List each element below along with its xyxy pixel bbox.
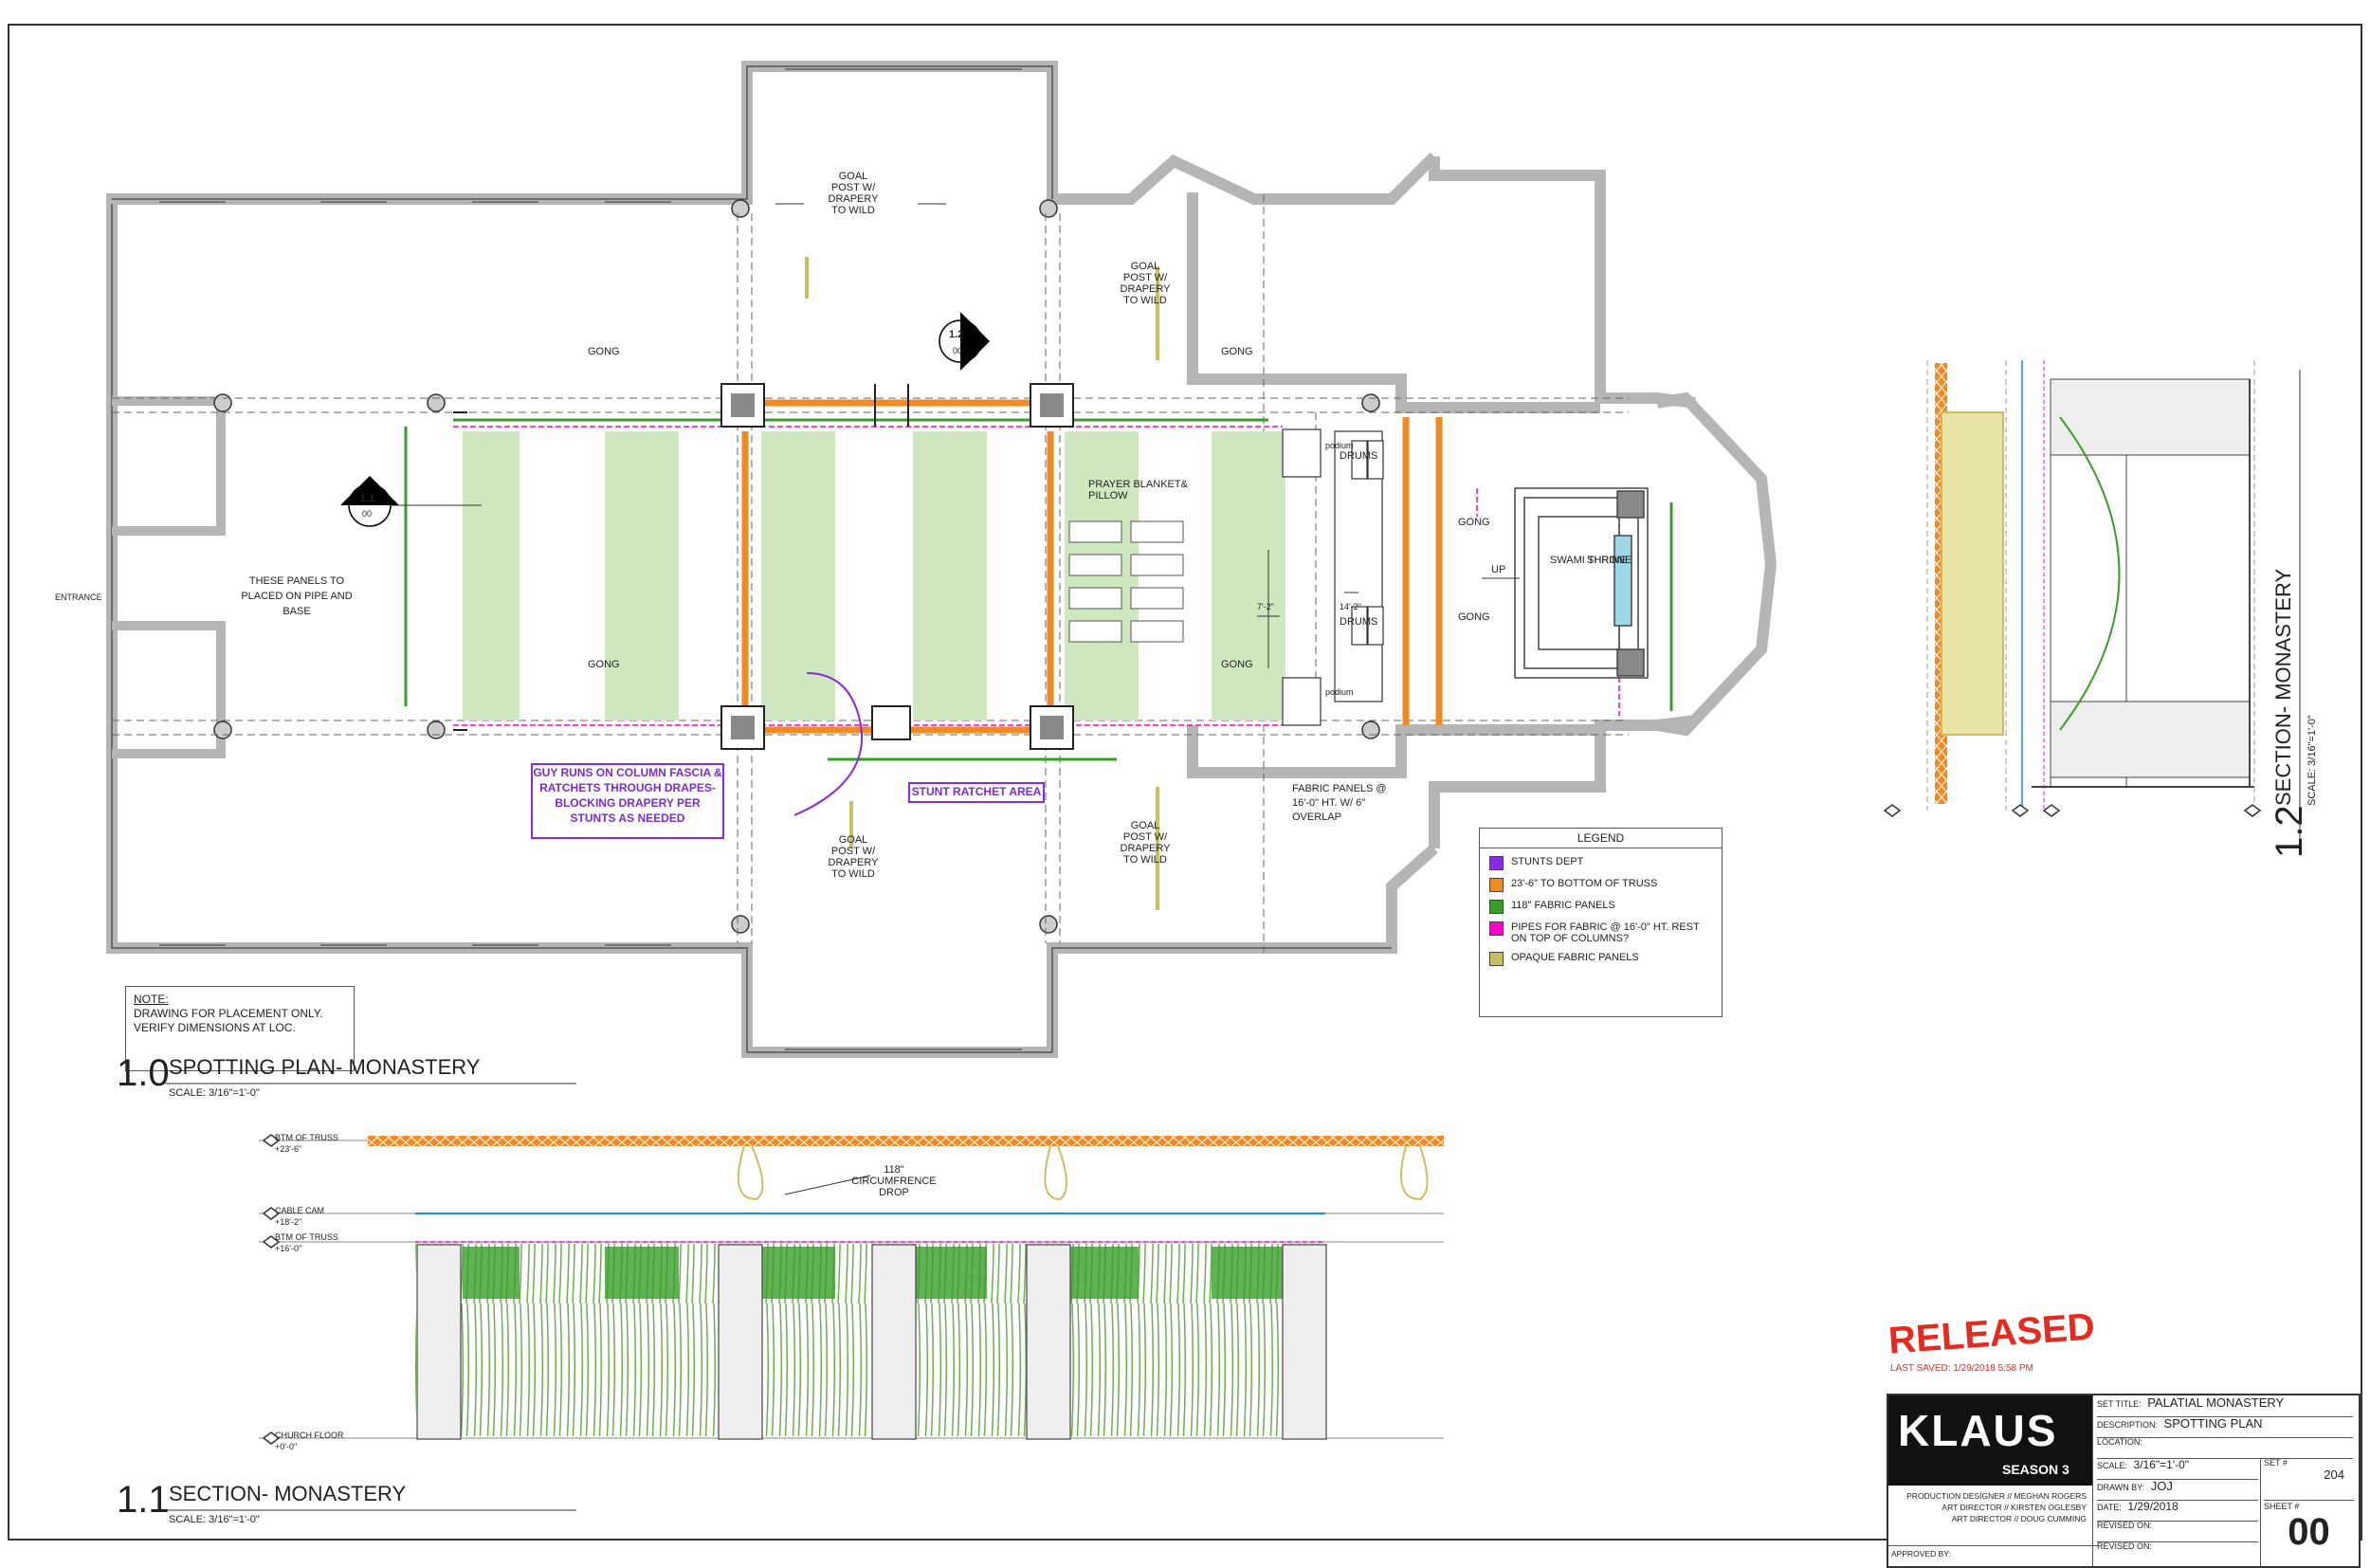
level-cable-cam: CABLE CAM [275, 1206, 325, 1215]
level-btm-truss-low-elev: +16'-0" [275, 1244, 302, 1253]
stunts-curve [793, 672, 864, 816]
podium-label-2: podium [1325, 687, 1354, 697]
revised-on-1: REVISED ON: [2097, 1521, 2258, 1542]
swatch [1489, 900, 1504, 914]
gong-label-6: GONG [1458, 611, 1490, 623]
section-columns [416, 1244, 1327, 1440]
goal-post-label-3: GOAL POST W/ DRAPERY TO WILD [828, 834, 879, 880]
swatch [1489, 921, 1504, 936]
up-label: UP [1491, 564, 1506, 575]
grid-lines [112, 194, 1629, 953]
section-11-drawing [259, 804, 2262, 1445]
goal-post-label-2: GOAL POST W/ DRAPERY TO WILD [1120, 261, 1171, 306]
panels-note: THESE PANELS TO PLACED ON PIPE AND BASE [241, 575, 353, 617]
swami-throne-label: SWAMI THRONE [1550, 555, 1632, 566]
floor-plan-drawing [8, 24, 2362, 1541]
last-saved: LAST SAVED: 1/29/2018 5:58 PM [1890, 1363, 2033, 1374]
stunt-ratchet-area: STUNT RATCHET AREA [908, 782, 1045, 803]
column-cores [731, 393, 1064, 739]
legend-item-pipes: PIPES FOR FABRIC @ 16'-0" HT. REST ON TO… [1489, 921, 1712, 944]
scale-row: SCALE: 3/16"=1'-0" [2097, 1458, 2258, 1480]
drums-label-1: DRUMS [1340, 450, 1378, 462]
fabric-panel-areas [463, 431, 1285, 720]
gong-label-2: GONG [588, 659, 620, 670]
swatch [1489, 952, 1504, 966]
level-church-floor: CHURCH FLOOR [275, 1431, 344, 1440]
gong-label-3: GONG [1221, 346, 1253, 357]
section-12-drawing [1926, 360, 2255, 811]
legend-item-stunts: STUNTS DEPT [1489, 856, 1712, 870]
legend-item-opaque: OPAQUE FABRIC PANELS [1489, 952, 1712, 966]
logo-panel: KLAUS SEASON 3 [1888, 1395, 2092, 1486]
goal-post-lines [805, 257, 1159, 910]
title-block: KLAUS SEASON 3 PRODUCTION DESIGNER // ME… [1887, 1394, 2361, 1568]
fabric-panels-note: FABRIC PANELS @ 16'-0" HT. W/ 6" OVERLAP [1292, 783, 1387, 823]
gong-label-4: GONG [1221, 659, 1253, 670]
podium-label-1: podium [1325, 441, 1354, 450]
level-cable-cam-elev: +18'-2" [275, 1217, 302, 1227]
view-10-title: SPOTTING PLAN- MONASTERY [169, 1055, 481, 1079]
view-11-scale: SCALE: 3/16"=1'-0" [169, 1514, 260, 1525]
prayer-blanket-label: PRAYER BLANKET& PILLOW [1088, 479, 1188, 501]
sheet-number-cell: SHEET # 00 [2264, 1502, 2330, 1553]
legend: LEGEND STUNTS DEPT 23'-6" TO BOTTOM OF T… [1479, 828, 1723, 1017]
sheet-border [8, 24, 2362, 1541]
callout-markers [340, 312, 991, 527]
legend-item-truss: 23'-6" TO BOTTOM OF TRUSS [1489, 878, 1712, 892]
drawing-sheet: GONG GONG GONG GONG GONG GONG GOAL POST … [8, 24, 2362, 1568]
shrine-label: SHRINE [1587, 555, 1627, 566]
placement-note: NOTE: DRAWING FOR PLACEMENT ONLY. VERIFY… [125, 986, 355, 1071]
guy-runs-note: GUY RUNS ON COLUMN FASCIA & RATCHETS THR… [531, 763, 724, 839]
prayer-blankets [1068, 520, 1184, 643]
view-12-title: SECTION- MONASTERY [2271, 568, 2295, 806]
view-12-scale: SCALE: 3/16"=1'-0" [2306, 715, 2318, 806]
view-12-number: 1.2 [2269, 805, 2310, 858]
view-11-number: 1.1 [117, 1479, 170, 1521]
level-btm-truss-top: BTM OF TRUSS [275, 1133, 338, 1142]
show-logo: KLAUS [1898, 1406, 2058, 1455]
goal-post-label-1: GOAL POST W/ DRAPERY TO WILD [828, 171, 879, 216]
level-btm-truss-low: BTM OF TRUSS [275, 1232, 338, 1242]
gong-label-1: GONG [588, 346, 620, 357]
note-heading: NOTE: [134, 993, 169, 1006]
view-10-scale: SCALE: 3/16"=1'-0" [169, 1087, 260, 1099]
view-10-number: 1.0 [117, 1052, 170, 1094]
drawn-by-row: DRAWN BY: JOJ [2097, 1479, 2258, 1501]
legend-title: LEGEND [1480, 829, 1722, 848]
set-number-cell: SET # 204 [2264, 1458, 2354, 1501]
goal-post-label-4: GOAL POST W/ DRAPERY TO WILD [1120, 820, 1171, 866]
window-marks [159, 68, 1022, 1050]
green-panel-lines [404, 418, 1673, 761]
swatch [1489, 856, 1504, 870]
revised-on-2: REVISED ON: [2097, 1541, 2153, 1551]
level-church-floor-elev: +0'-0" [275, 1442, 298, 1451]
vestibule-walls [112, 396, 226, 758]
season-label: SEASON 3 [2002, 1462, 2069, 1477]
entrance-label: ENTRANCE [55, 593, 102, 602]
gong-label-5: GONG [1458, 517, 1490, 528]
dim-b: 14'-2" [1340, 602, 1361, 611]
level-btm-truss-top-elev: +23'-6" [275, 1144, 302, 1154]
location-row: LOCATION: [2097, 1437, 2353, 1459]
callout-12-sheet: 00 [953, 346, 963, 356]
drop-loops [737, 1145, 1429, 1201]
note-body: DRAWING FOR PLACEMENT ONLY. VERIFY DIMEN… [134, 1007, 323, 1034]
swatch [1489, 878, 1504, 892]
set-title-row: SET TITLE: PALATIAL MONASTERY [2097, 1395, 2353, 1417]
callout-11-num: 1.1 [360, 493, 375, 504]
date-row: DATE: 1/29/2018 [2097, 1500, 2258, 1522]
credits: PRODUCTION DESIGNER // MEGHAN ROGERS ART… [1906, 1491, 2087, 1523]
drums-label-2: DRUMS [1340, 616, 1378, 628]
dim-a: 7'-2" [1257, 602, 1274, 611]
pipe-lines [453, 426, 1620, 726]
circumference-note: 118" CIRCUMFRENCE DROP [851, 1164, 937, 1198]
view-11-title: SECTION- MONASTERY [169, 1482, 407, 1505]
podium-drums [1282, 428, 1384, 726]
description-row: DESCRIPTION: SPOTTING PLAN [2097, 1416, 2353, 1438]
swami-throne [1514, 487, 1649, 679]
callout-11-sheet: 00 [362, 509, 373, 519]
callout-12-num: 1.2 [949, 329, 964, 340]
legend-item-fabric: 118" FABRIC PANELS [1489, 900, 1712, 914]
